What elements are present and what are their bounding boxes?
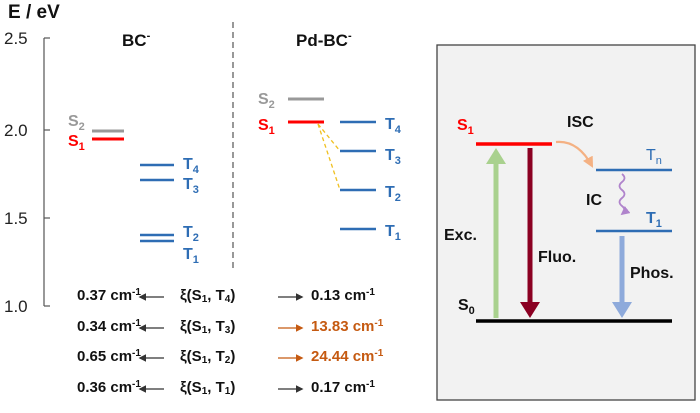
soc-xi-label: ξ(S1, T1) [180,379,236,397]
bc-s2-label: S2 [68,113,85,133]
bc-t2-label: T2 [183,224,199,244]
y-tick-label: 1.5 [4,209,28,228]
soc-xi-label: ξ(S1, T3) [180,318,236,336]
soc-row-t1: 0.36 cm-1 ξ(S1, T1) 0.17 cm-1 [20,379,420,401]
jab-ic-label: IC [586,192,602,209]
jab-isc-label: ISC [567,114,594,131]
jab-t1-label: T1 [646,210,662,230]
bc-t4-label: T4 [183,156,200,176]
bc-s1-label: S1 [68,133,85,153]
soc-pdbc-value-highlight: 13.83 cm-1 [311,318,384,335]
jab-exc-label: Exc. [444,227,477,244]
y-tick-label: 2.5 [4,29,28,48]
axis-title: E / eV [8,2,60,23]
pdbc-s2-label: S2 [258,91,275,111]
jab-s1-label: S1 [457,117,474,137]
soc-xi-label: ξ(S1, T2) [180,348,236,366]
soc-bc-value: 0.36 cm-1 [77,379,141,396]
jab-fluo-label: Fluo. [538,249,576,266]
pdbc-t4-label: T4 [385,116,402,136]
soc-row-t3: 0.34 cm-1 ξ(S1, T3) 13.83 cm-1 [20,318,420,340]
bc-t1-label: T1 [183,246,199,266]
soc-bc-value: 0.34 cm-1 [77,318,141,335]
soc-row-t4: 0.37 cm-1 ξ(S1, T4) 0.13 cm-1 [20,287,420,309]
jab-fluo-arrow-head [520,302,540,318]
pdbc-dashed-link-t3 [317,123,341,152]
bc-t3-label: T3 [183,176,199,196]
jab-s0-label: S0 [458,297,475,317]
jablonski-panel [436,44,696,401]
pdbc-panel-title: Pd-BC- [296,30,352,50]
pdbc-t2-label: T2 [385,184,401,204]
jab-phos-arrow-head [612,302,632,318]
jab-exc-arrow-head [486,148,506,164]
jab-ic-arrow [618,173,631,216]
soc-bc-value: 0.37 cm-1 [77,287,141,304]
jab-isc-arrow [555,140,594,168]
pdbc-t1-label: T1 [385,223,401,243]
soc-pdbc-value: 0.17 cm-1 [311,379,375,396]
soc-bc-value: 0.65 cm-1 [77,348,141,365]
pdbc-s1-label: S1 [258,117,275,137]
soc-pdbc-value: 0.13 cm-1 [311,287,375,304]
soc-pdbc-value-highlight: 24.44 cm-1 [311,348,384,365]
y-tick-label: 1.0 [4,297,28,316]
jab-phos-label: Phos. [630,265,674,282]
bc-panel-title: BC- [122,30,151,50]
soc-xi-label: ξ(S1, T4) [180,287,236,305]
pdbc-t3-label: T3 [385,147,401,167]
jab-tn-label: Tn [646,147,662,167]
soc-row-t2: 0.65 cm-1 ξ(S1, T2) 24.44 cm-1 [20,348,420,370]
pdbc-dashed-link-t2 [317,123,341,191]
y-tick-label: 2.0 [4,121,28,140]
